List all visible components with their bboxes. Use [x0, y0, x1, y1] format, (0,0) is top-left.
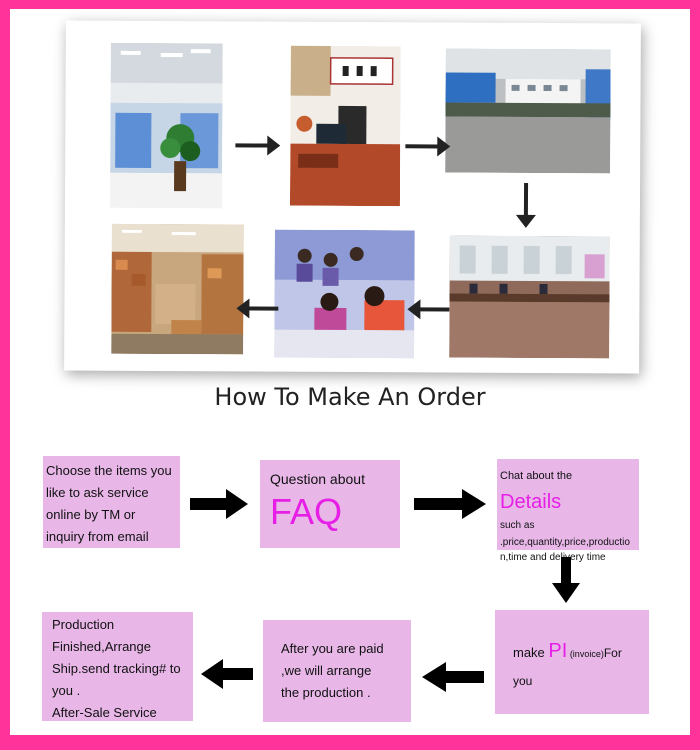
arrow-down-icon [515, 182, 537, 228]
arrow-left-icon [236, 297, 279, 319]
arrow-left-icon [201, 659, 253, 689]
workers-photo [274, 229, 415, 359]
faq-label: FAQ [270, 491, 343, 532]
step-arrange-production: After you are paid ,we will arrange the … [263, 620, 411, 722]
arrow-left-icon [407, 298, 450, 320]
page-title: How To Make An Order [214, 383, 486, 411]
arrow-down-icon [552, 557, 580, 603]
arrow-right-icon [190, 489, 248, 519]
details-label: Details [500, 491, 562, 513]
arrow-left-icon [422, 662, 484, 692]
step-ship-after-sale: Production Finished,Arrange Ship.send tr… [42, 612, 193, 721]
pi-label: PI [548, 640, 568, 662]
warehouse-photo [111, 223, 244, 355]
step-make-pi: make PI (invoice)For you [495, 610, 649, 714]
page-frame: How To Make An Order Choose the items yo… [10, 9, 690, 735]
step-chat-details: Chat about the Details such as .price,qu… [497, 459, 639, 563]
arrow-right-icon [414, 489, 486, 519]
factory-exterior-photo [445, 48, 611, 174]
step-faq: Question about FAQ [260, 460, 400, 548]
desk-photo [289, 45, 401, 207]
arrow-right-icon [235, 134, 281, 156]
photo-board [64, 20, 641, 374]
arrow-right-icon [405, 135, 451, 157]
office-photo [109, 42, 223, 209]
step-choose-items: Choose the items you like to ask service… [43, 456, 180, 548]
workshop-photo [449, 235, 610, 359]
